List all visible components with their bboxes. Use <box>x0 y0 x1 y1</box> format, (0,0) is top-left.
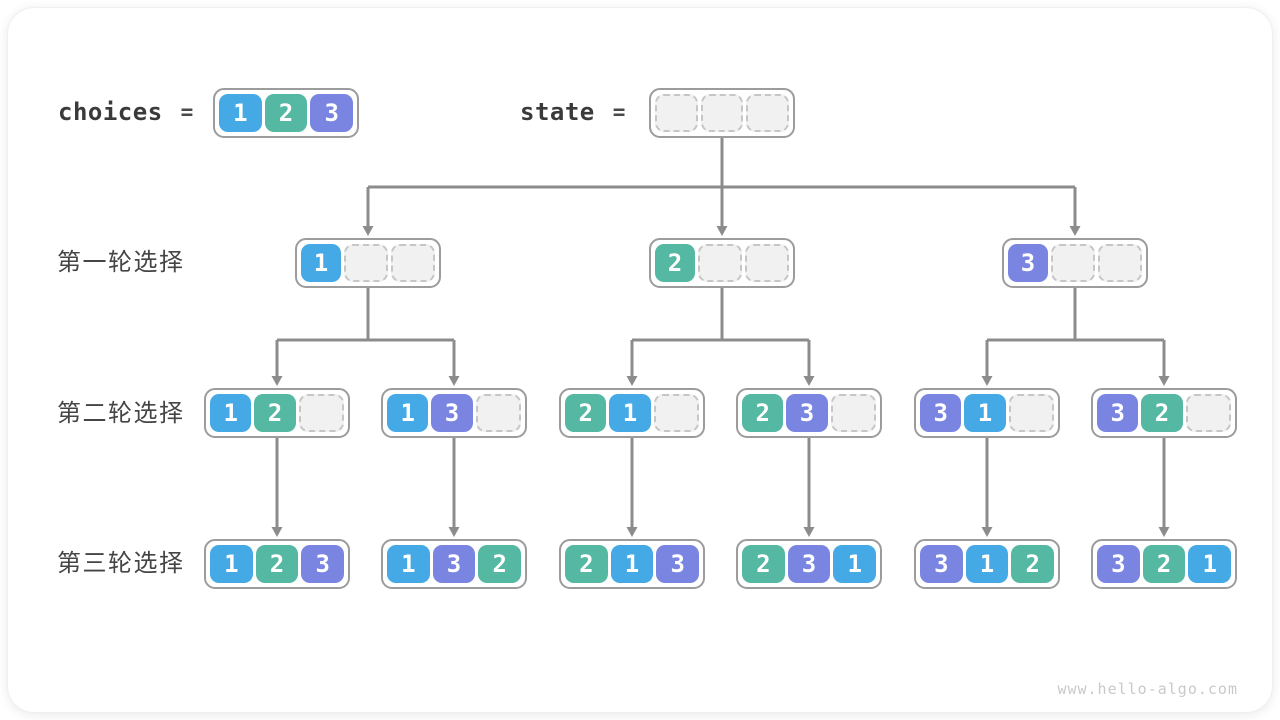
equals-sign: = <box>180 100 194 124</box>
array-cell-value-2: 2 <box>264 94 308 132</box>
array-cell-empty <box>298 394 344 432</box>
array-cell-value-1: 1 <box>965 545 1009 583</box>
array-cell-empty <box>1051 244 1095 282</box>
round-1-label: 第一轮选择 <box>57 249 185 276</box>
array-cell-value-1: 1 <box>387 545 430 583</box>
state-label: state <box>520 98 595 126</box>
array-cell-value-3: 3 <box>1097 545 1140 583</box>
array-cell-value-3: 3 <box>310 94 354 132</box>
array-cell-value-3: 3 <box>786 394 828 432</box>
choices-label-group: choices = <box>58 96 194 128</box>
array-cell-empty <box>344 244 388 282</box>
array-cell-value-2: 2 <box>1011 545 1055 583</box>
equals-sign: = <box>612 100 626 124</box>
array-cell-value-1: 1 <box>219 94 262 132</box>
array-cell-value-3: 3 <box>301 545 345 583</box>
array-cell-value-1: 1 <box>610 545 654 583</box>
state-label-group: state = <box>520 96 626 128</box>
array-cell-value-1: 1 <box>964 394 1006 432</box>
array-cell-empty <box>698 244 742 282</box>
array-cell-empty <box>655 94 698 132</box>
array-cell-empty <box>700 94 744 132</box>
array-cell-empty <box>475 394 521 432</box>
array-cell-value-2: 2 <box>478 545 522 583</box>
array-cell-value-2: 2 <box>565 394 607 432</box>
array-cell-value-2: 2 <box>255 545 299 583</box>
array-cell-empty <box>745 244 789 282</box>
array-cell-value-1: 1 <box>210 394 252 432</box>
round-2-label: 第二轮选择 <box>57 400 185 427</box>
choices-label: choices <box>58 98 163 126</box>
array-cell-value-2: 2 <box>742 394 784 432</box>
array-cell-empty <box>653 394 699 432</box>
array-cell-value-3: 3 <box>432 545 476 583</box>
array-cell-value-1: 1 <box>609 394 651 432</box>
array-cell-value-2: 2 <box>1141 394 1183 432</box>
state-node-round1-3: 3 <box>1002 238 1148 288</box>
array-cell-value-3: 3 <box>920 545 963 583</box>
array-cell-value-3: 3 <box>920 394 962 432</box>
array-cell-value-3: 3 <box>431 394 473 432</box>
array-cell-empty <box>1098 244 1142 282</box>
state-array <box>649 88 795 138</box>
array-cell-empty <box>830 394 876 432</box>
array-cell-value-1: 1 <box>833 545 877 583</box>
array-cell-value-1: 1 <box>387 394 429 432</box>
array-cell-value-1: 1 <box>1188 545 1232 583</box>
array-cell-value-3: 3 <box>1097 394 1139 432</box>
array-cell-value-2: 2 <box>254 394 296 432</box>
array-cell-value-1: 1 <box>210 545 253 583</box>
array-cell-value-2: 2 <box>1142 545 1186 583</box>
array-cell-value-3: 3 <box>1008 244 1048 282</box>
state-node-round1-2: 2 <box>649 238 795 288</box>
array-cell-empty <box>1185 394 1231 432</box>
state-node-round1-1: 1 <box>295 238 441 288</box>
round-3-label: 第三轮选择 <box>57 550 185 577</box>
array-cell-value-3: 3 <box>656 545 700 583</box>
array-cell-value-1: 1 <box>301 244 341 282</box>
array-cell-empty <box>746 94 790 132</box>
watermark: www.hello-algo.com <box>1057 680 1238 698</box>
array-cell-value-3: 3 <box>787 545 831 583</box>
array-cell-value-2: 2 <box>655 244 695 282</box>
array-cell-value-2: 2 <box>565 545 608 583</box>
array-cell-empty <box>391 244 435 282</box>
array-cell-empty <box>1008 394 1054 432</box>
array-cell-value-2: 2 <box>742 545 785 583</box>
